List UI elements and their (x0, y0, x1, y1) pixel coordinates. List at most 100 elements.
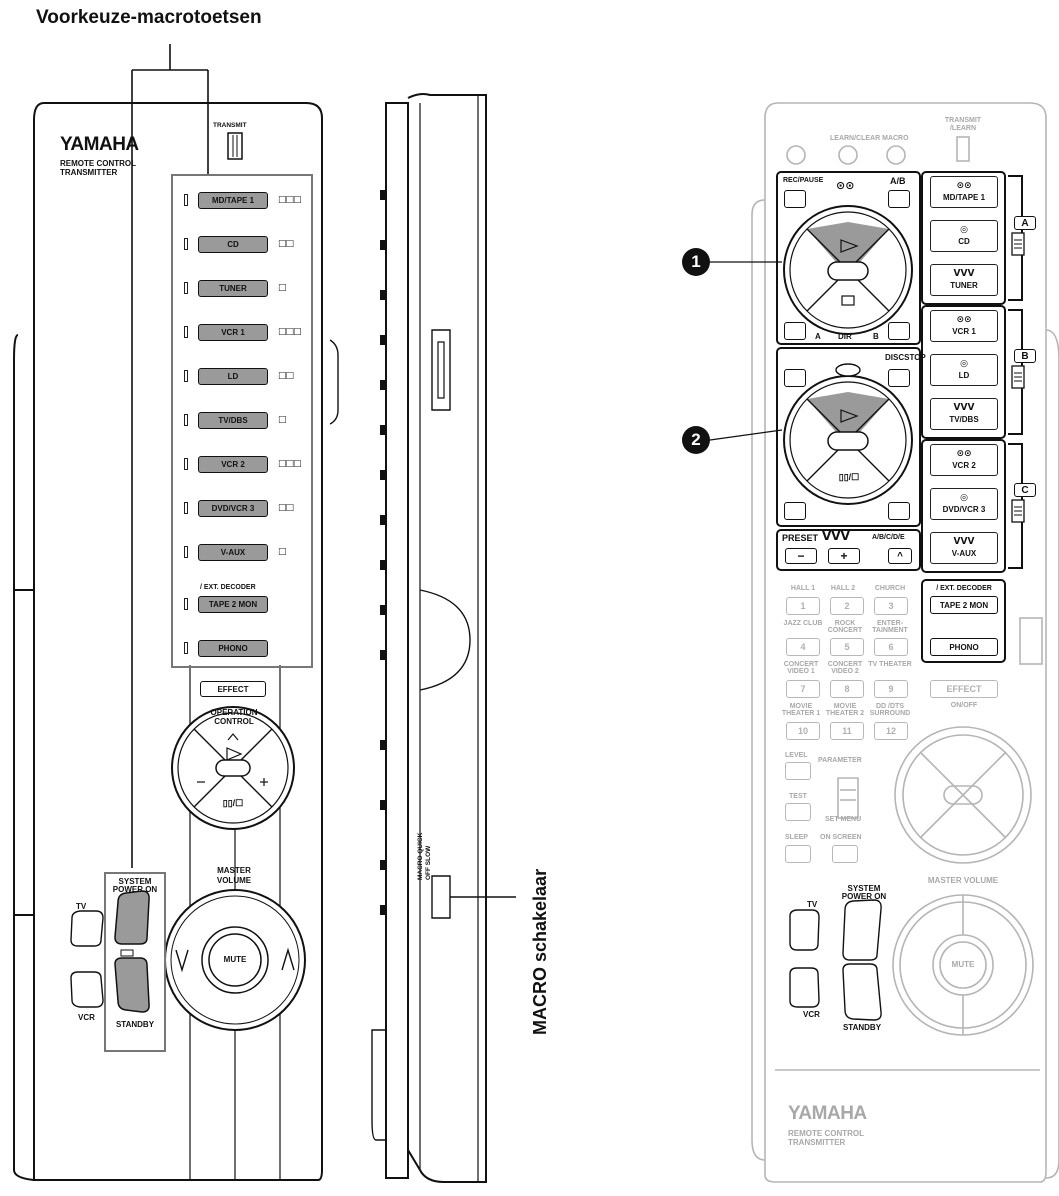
left-pause-stop-label: ▯▯/☐ (222, 798, 244, 808)
input-led (184, 598, 188, 610)
disc-bottom-left-button[interactable] (784, 502, 806, 520)
on-screen-button[interactable] (832, 845, 858, 863)
right-pad-1 (783, 205, 913, 335)
right-tape2-mon-button[interactable]: TAPE 2 MON (930, 596, 998, 614)
numpad-key-7[interactable]: 7 (786, 680, 820, 698)
numpad-key-12[interactable]: 12 (874, 722, 908, 740)
tape-icon: ⊙⊙ (956, 449, 972, 459)
tape-icon: ⊙⊙ (956, 315, 972, 325)
group-button-ld[interactable]: ◎LD (930, 354, 998, 386)
a-label: A (815, 332, 821, 341)
right-brand-logo: YAMAHA (788, 1103, 867, 1124)
test-label: TEST (789, 793, 807, 800)
operation-control-label-1: OPERATION (210, 708, 258, 717)
disc-stop-button[interactable] (888, 369, 910, 387)
input-button-ld[interactable]: LD (198, 368, 268, 385)
left-mute-button[interactable]: MUTE (223, 955, 247, 964)
input-led (184, 370, 188, 382)
dir-a-button[interactable] (784, 322, 806, 340)
right-mute-button[interactable]: MUTE (951, 960, 975, 969)
right-system-power-on-1: SYSTEM (847, 884, 881, 893)
dir-b-button[interactable] (888, 322, 910, 340)
operation-control-label-2: CONTROL (214, 717, 254, 726)
ab-button[interactable] (888, 190, 910, 208)
set-menu-label: SET MENU (825, 816, 862, 823)
input-button-md-tape1[interactable]: MD/TAPE 1 (198, 192, 268, 209)
group-label-c: C (1014, 483, 1036, 497)
right-phono-button[interactable]: PHONO (930, 638, 998, 656)
input-button-tuner[interactable]: TUNER (198, 280, 268, 297)
test-button[interactable] (785, 803, 811, 821)
numpad-key-4[interactable]: 4 (786, 638, 820, 656)
group-button-dvd-vcr3[interactable]: ◎DVD/VCR 3 (930, 488, 998, 520)
left-master-volume (164, 889, 306, 1031)
b-label: B (873, 332, 879, 341)
preset-minus-button[interactable]: − (785, 548, 817, 564)
numpad-key-3[interactable]: 3 (874, 597, 908, 615)
level-button[interactable] (785, 762, 811, 780)
numpad-key-1[interactable]: 1 (786, 597, 820, 615)
dir-label: DIR (838, 332, 852, 341)
numpad-key-2[interactable]: 2 (830, 597, 864, 615)
diagram-title: Voorkeuze-macrotoetsen (36, 7, 262, 28)
right-system-power-on-2: POWER ON (841, 892, 887, 901)
input-button-dvd-vcr3[interactable]: DVD/VCR 3 (198, 500, 268, 517)
input-button-tv-dbs[interactable]: TV/DBS (198, 412, 268, 429)
disc-left-button[interactable] (784, 369, 806, 387)
input-marker: □□□ (278, 327, 301, 337)
input-led (184, 414, 188, 426)
input-button-vcr2[interactable]: VCR 2 (198, 456, 268, 473)
input-marker: □ (278, 547, 286, 557)
input-button-vcr1[interactable]: VCR 1 (198, 324, 268, 341)
learn-clear-macro-label: LEARN/CLEAR MACRO (830, 135, 909, 142)
on-screen-label: ON SCREEN (820, 834, 862, 841)
input-button-cd[interactable]: CD (198, 236, 268, 253)
input-marker: □□□ (278, 459, 301, 469)
tuner-wave-icon: ᐯᐯᐯ (822, 529, 850, 543)
level-label: LEVEL (785, 752, 808, 759)
rec-pause-button[interactable] (784, 190, 806, 208)
preset-abcde-button[interactable]: ^ (888, 548, 912, 564)
group-label-a: A (1014, 216, 1036, 230)
disc-bottom-right-button[interactable] (888, 502, 910, 520)
numpad-key-8[interactable]: 8 (830, 680, 864, 698)
input-led (184, 546, 188, 558)
right-effect-button[interactable]: EFFECT (930, 680, 998, 698)
group-button-cd[interactable]: ◎CD (930, 220, 998, 252)
rec-pause-label: REC/PAUSE (783, 177, 824, 184)
numpad-key-10[interactable]: 10 (786, 722, 820, 740)
disc-icon: ◎ (960, 359, 968, 369)
group-button-vcr1[interactable]: ⊙⊙VCR 1 (930, 310, 998, 342)
numpad-label: JAZZ CLUB (783, 620, 823, 627)
numpad-label: MOVIE THEATER 1 (781, 703, 821, 718)
input-button-tape2-mon[interactable]: TAPE 2 MON (198, 596, 268, 613)
master-volume-label-2: VOLUME (216, 876, 252, 885)
standby-label: STANDBY (115, 1020, 155, 1029)
ab-label: A/B (890, 176, 906, 186)
numpad-key-6[interactable]: 6 (874, 638, 908, 656)
right-subtitle-1: REMOTE CONTROL (788, 1129, 864, 1138)
left-effect-button[interactable]: EFFECT (200, 681, 266, 697)
numpad-key-11[interactable]: 11 (830, 722, 864, 740)
group-button-vcr2[interactable]: ⊙⊙VCR 2 (930, 444, 998, 476)
group-button-md-tape1[interactable]: ⊙⊙MD/TAPE 1 (930, 176, 998, 208)
preset-plus-button[interactable]: + (828, 548, 860, 564)
input-button-v-aux[interactable]: V-AUX (198, 544, 268, 561)
left-brand-logo: YAMAHA (60, 134, 139, 155)
numpad-label: HALL 1 (790, 585, 816, 592)
left-operation-pad (171, 706, 295, 830)
disc-icon: ◎ (960, 225, 968, 235)
numpad-key-5[interactable]: 5 (830, 638, 864, 656)
numpad-key-9[interactable]: 9 (874, 680, 908, 698)
sleep-button[interactable] (785, 845, 811, 863)
right-ext-decoder-label: / EXT. DECODER (936, 585, 992, 592)
numpad-label: ROCK CONCERT (827, 620, 863, 635)
input-marker: □ (278, 283, 286, 293)
left-remote-outline (13, 102, 323, 1181)
tape-icon: ⊙⊙ (836, 179, 855, 192)
input-button-phono[interactable]: PHONO (198, 640, 268, 657)
wave-icon: ᐯᐯᐯ (953, 403, 975, 413)
